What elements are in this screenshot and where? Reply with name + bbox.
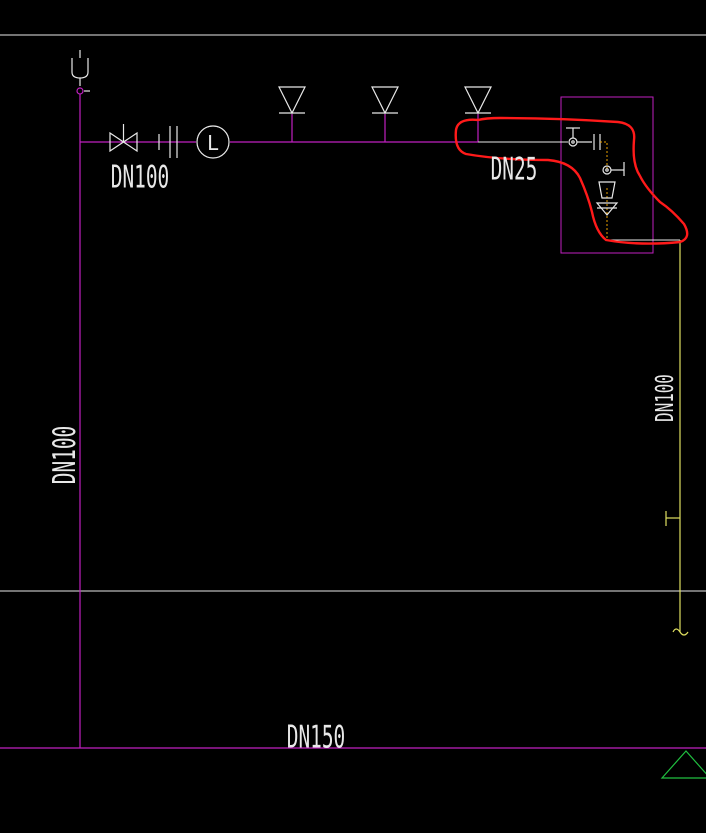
air-vent-icon — [71, 50, 90, 95]
sprinkler-head-icon — [371, 86, 399, 142]
flow-meter-icon: L — [196, 125, 230, 159]
sprinkler-head-icon — [464, 86, 492, 142]
bottom-main-size-label: DN150 — [287, 720, 345, 756]
right-riser-size-label: DN100 — [649, 374, 679, 422]
sprinkler-head-icon — [278, 86, 306, 142]
branch-pipe-size-label: DN100 — [111, 160, 169, 196]
drain-dashed-line — [600, 141, 608, 240]
pipe-cap-icon — [665, 511, 680, 526]
pipe-break-icon — [672, 628, 689, 636]
test-valve-detail-box — [560, 96, 654, 254]
elevation-marker-icon — [660, 750, 706, 779]
drain-funnel-icon — [595, 181, 619, 216]
main-riser-size-label: DN100 — [47, 426, 83, 484]
red-annotation-outline — [454, 116, 689, 245]
pressure-gauge-icon — [602, 162, 625, 176]
flow-meter-letter: L — [207, 131, 219, 155]
gate-valve-icon — [109, 124, 138, 153]
flexible-joint-icon — [158, 126, 178, 158]
small-branch-size-label: DN25 — [491, 152, 538, 188]
